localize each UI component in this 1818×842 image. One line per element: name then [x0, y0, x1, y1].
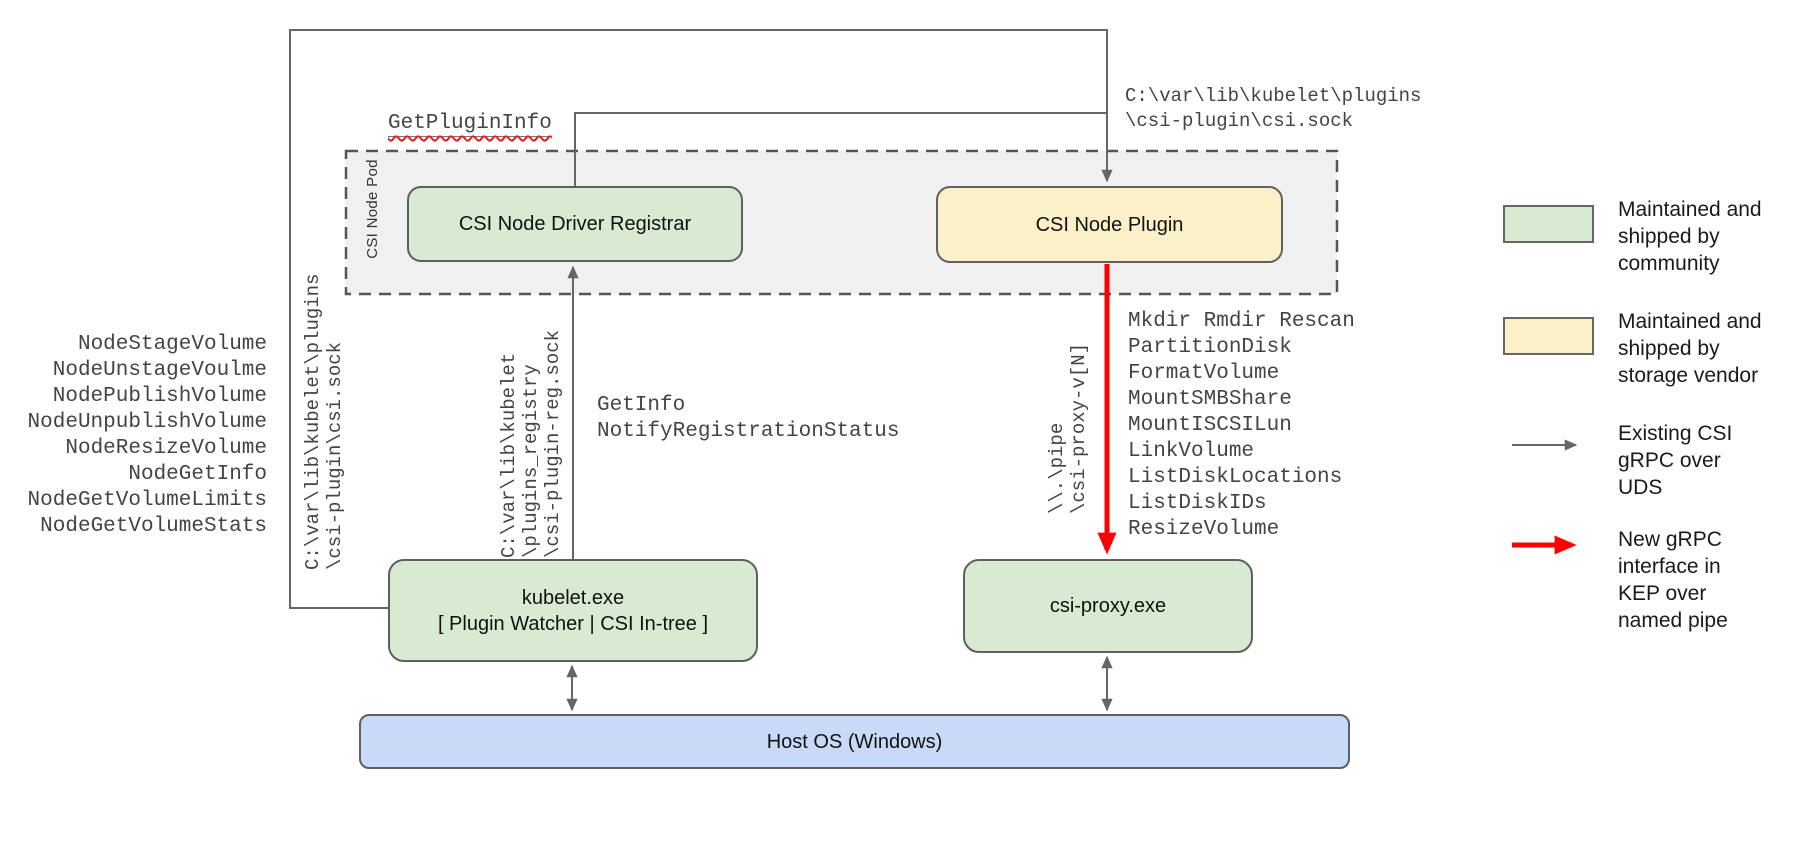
registrar-getplugininfo-line [574, 112, 1106, 186]
csi-node-plugin-box: CSI Node Plugin [936, 186, 1283, 263]
legend-community-text: Maintained and shipped by community [1618, 198, 1762, 275]
proxy-call-item: ResizeVolume [1128, 518, 1280, 541]
csi-node-driver-registrar-box: CSI Node Driver Registrar [407, 186, 743, 262]
csi-proxy-label: csi-proxy.exe [1049, 595, 1167, 617]
path-line: \\.\pipe [1046, 422, 1068, 514]
registry-sock-vertical-path: C:\var\lib\kubelet\plugins_registry\csi-… [498, 308, 564, 558]
proxy-call-item: ListDiskLocations [1128, 466, 1343, 489]
getplugininfo-annotation: GetPluginInfo [388, 112, 552, 137]
csi-call-item: NodeGetVolumeLimits [27, 489, 267, 512]
csi-sock-path-annotation: C:\var\lib\kubelet\plugins \csi-plugin\c… [1125, 85, 1422, 132]
path-line: \csi-proxy-v[N] [1068, 342, 1090, 514]
csi-node-plugin-label: CSI Node Plugin [1035, 213, 1184, 236]
host-os-label: Host OS (Windows) [766, 730, 943, 753]
proxy-call-item: ListDiskIDs [1128, 492, 1267, 515]
legend-vendor-swatch [1503, 317, 1594, 355]
path-line: \csi-plugin\csi.sock [324, 341, 346, 570]
legend-uds-text: Existing CSI gRPC over UDS [1618, 422, 1733, 499]
proxy-call-item: LinkVolume [1128, 440, 1255, 463]
legend-vendor-text: Maintained and shipped by storage vendor [1618, 310, 1762, 387]
csi-call-item: NodeUnstageVoulme [52, 359, 267, 382]
getplugininfo-label: GetPluginInfo [388, 112, 552, 135]
proxy-call-item: Mkdir Rmdir Rescan [1128, 310, 1355, 333]
host-os-box: Host OS (Windows) [359, 714, 1350, 769]
kubelet-label-line2: [ Plugin Watcher | CSI In-tree ] [437, 612, 709, 635]
csi-call-item: NodeGetInfo [128, 463, 267, 486]
proxy-call-item: MountSMBShare [1128, 388, 1292, 411]
csi-proxy-box: csi-proxy.exe [963, 559, 1253, 653]
proxy-call-item: FormatVolume [1128, 362, 1280, 385]
path-line: \plugins_registry [520, 364, 542, 558]
kubelet-label-line1: kubelet.exe [521, 586, 625, 609]
path-line: C:\var\lib\kubelet\plugins [302, 273, 324, 570]
proxy-call-item: MountISCSILun [1128, 414, 1292, 437]
path-line: \csi-plugin-reg.sock [542, 329, 564, 558]
registration-calls-annotation: GetInfo NotifyRegistrationStatus [597, 394, 900, 443]
named-pipe-vertical-path: \\.\pipe\csi-proxy-v[N] [1046, 322, 1090, 514]
csi-call-item: NodeUnpublishVolume [27, 411, 267, 434]
csi-node-driver-registrar-label: CSI Node Driver Registrar [458, 213, 692, 235]
csi-call-item: NodeResizeVolume [65, 437, 267, 460]
csi-call-item: NodeStageVolume [77, 333, 267, 356]
csi-node-pod-label: CSI Node Pod [364, 159, 381, 259]
legend-community-swatch [1503, 205, 1594, 243]
csi-call-item: NodeGetVolumeStats [40, 515, 267, 538]
csi-call-item: NodePublishVolume [52, 385, 267, 408]
kubelet-box: kubelet.exe [ Plugin Watcher | CSI In-tr… [388, 559, 758, 662]
csi-sock-vertical-path: C:\var\lib\kubelet\plugins\csi-plugin\cs… [302, 273, 346, 570]
path-line: C:\var\lib\kubelet [498, 352, 520, 558]
legend-namedpipe-text: New gRPC interface in KEP over named pip… [1618, 528, 1728, 632]
proxy-call-item: PartitionDisk [1128, 336, 1292, 359]
